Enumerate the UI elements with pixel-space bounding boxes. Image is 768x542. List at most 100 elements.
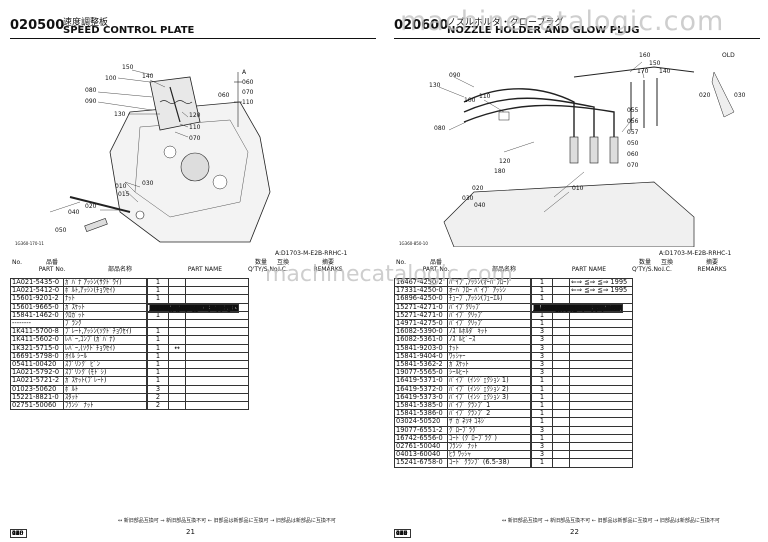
interchangeability-cell [168, 351, 186, 362]
svg-text:120: 120 [499, 158, 511, 165]
part-name-jp-cell: ｽﾀｯﾄﾞ [63, 392, 147, 403]
part-no-cell: 15841-9203-0 [394, 343, 448, 353]
svg-text:050: 050 [627, 140, 639, 147]
remarks-cell [569, 294, 633, 304]
svg-text:150: 150 [122, 64, 134, 71]
quantity-cell: 3 [531, 327, 553, 337]
part-no-cell: 1K411-5700-8 [10, 327, 64, 337]
part-name-jp-cell: ｼｰﾙﾋｰﾄ [447, 368, 531, 378]
svg-text:160: 160 [639, 52, 651, 59]
interchangeability-cell [168, 277, 186, 288]
svg-text:170: 170 [637, 68, 649, 75]
compat-legend: ↔ 新旧部品互換可 ⇒ 新旧部品互換不可 ← 旧部品は新部品に互換可 → 旧部品… [118, 518, 336, 524]
part-no-cell: 15841-5386-0 [394, 409, 448, 419]
svg-text:180: 180 [494, 168, 506, 175]
interchangeability-cell [552, 417, 570, 427]
header-compat-jp: 互換 [276, 259, 289, 266]
remarks-cell [185, 384, 249, 394]
remarks-cell [569, 450, 633, 460]
remarks-cell [185, 327, 249, 337]
interchangeability-cell [168, 294, 186, 304]
header-qty: Q'TY/S.No. [248, 266, 280, 273]
interchangeability-cell [552, 319, 570, 329]
remarks-cell [569, 327, 633, 337]
header-name-jp: 部品名称 [107, 266, 132, 273]
interchangeability-cell [552, 384, 570, 394]
section-title-en: SPEED CONTROL PLATE [63, 25, 195, 36]
remarks-cell [569, 376, 633, 386]
part-name-jp-cell: ｺｰﾄﾞ(ｸﾞﾛｰﾌﾟﾗｸﾞ) [447, 433, 531, 444]
remarks-cell [569, 351, 633, 362]
part-name-jp-cell: ﾎﾞﾙﾄ [63, 384, 147, 394]
part-name-jp-cell: ﾊﾟｲﾌﾟ ｸﾘｯﾌﾟ [447, 310, 531, 321]
compat-legend: ↔ 新旧部品互換可 ⇒ 新旧部品互換不可 ← 旧部品は新部品に互換可 → 旧部品… [502, 518, 720, 524]
quantity-cell: 1 [147, 327, 169, 337]
exploded-diagram-nozzle-glow: 160 150 140 170 130 090 110 100 055 056 … [394, 42, 760, 247]
interchangeability-cell [552, 409, 570, 419]
quantity-cell: 2 [147, 392, 169, 403]
part-name-jp-cell: ﾊﾟｲﾌﾟ ｸﾘｯﾌﾟ [447, 319, 531, 329]
header-name-jp: 部品名称 [491, 266, 516, 273]
part-no-cell: 16742-6556-0 [394, 433, 448, 444]
quantity-cell: 1 [531, 458, 553, 468]
part-name-jp-cell: ﾊﾟｲﾌﾟ (ｲﾝｼﾞｪｸｼｮﾝ 3) [447, 392, 531, 403]
part-name-cell: NUT,FLANGE [147, 303, 239, 313]
table-ref-code: A:D1703-M-E2B-RRHC-1 [659, 250, 732, 257]
part-name-jp-cell: ｸﾛｶﾞｯﾄ [63, 310, 147, 321]
part-no-cell: 16082-5361-0 [394, 335, 448, 345]
header-remarks: REMARKS [697, 266, 727, 273]
interchangeability-cell [168, 376, 186, 386]
part-name-jp-cell: ﾎﾞﾙﾄ,ｱｯｼﾝ(ﾁｮｳｾｲ) [63, 286, 147, 296]
quantity-cell: 3 [531, 343, 553, 353]
interchangeability-cell [552, 392, 570, 403]
svg-text:110: 110 [189, 124, 201, 131]
part-no-cell: 15271-4271-0 [394, 302, 448, 312]
part-no-cell: 1A021-5792-0 [10, 368, 64, 378]
remarks-cell [569, 433, 633, 444]
header-remarks-jp: 摘要 [321, 259, 334, 266]
quantity-cell: 1 [531, 277, 553, 288]
quantity-cell: 3 [531, 425, 553, 435]
svg-text:110: 110 [479, 93, 491, 100]
svg-text:020: 020 [85, 203, 97, 210]
quantity-cell: 3 [531, 368, 553, 378]
part-no-cell: 15601-9201-2 [10, 294, 64, 304]
part-no-cell: 16896-4250-0 [394, 294, 448, 304]
part-no-cell: 05411-00420 [10, 360, 64, 370]
remarks-cell [185, 286, 249, 296]
section-code: 020500 [10, 18, 65, 33]
part-name-jp-cell: ﾌﾟﾚｰﾄ,ｱｯｼﾝ(ｿｸﾄﾞﾁｮｳｾｲ) [63, 327, 147, 337]
interchangeability-cell [552, 433, 570, 444]
svg-text:010: 010 [572, 185, 584, 192]
part-name-jp-cell: ﾊﾟｲﾌﾟ ｸﾗﾝﾌﾟ 1 [447, 401, 531, 411]
part-no-cell: 1A021-5435-0 [10, 277, 64, 288]
interchangeability-cell [168, 401, 186, 411]
part-no-cell: 15601-9665-0 [10, 302, 64, 312]
svg-text:060: 060 [242, 79, 254, 86]
page-number: 22 [570, 528, 579, 536]
svg-text:140: 140 [659, 68, 671, 75]
svg-text:015: 015 [118, 191, 130, 198]
remarks-cell [185, 351, 249, 362]
remarks-cell [569, 343, 633, 353]
part-no-cell: 15841-5362-2 [394, 360, 448, 370]
part-name-jp-cell: ﾊﾟｲﾌﾟ ｸﾗﾝﾌﾟ 2 [447, 409, 531, 419]
interchangeability-cell [552, 286, 570, 296]
quantity-cell: 1 [531, 376, 553, 386]
quantity-cell: 3 [531, 360, 553, 370]
part-no-cell: 1A021-5721-2 [10, 376, 64, 386]
part-no-cell: 1K321-5715-0 [10, 343, 64, 353]
part-no-cell: 16419-5371-0 [394, 376, 448, 386]
page-number: 21 [186, 528, 195, 536]
